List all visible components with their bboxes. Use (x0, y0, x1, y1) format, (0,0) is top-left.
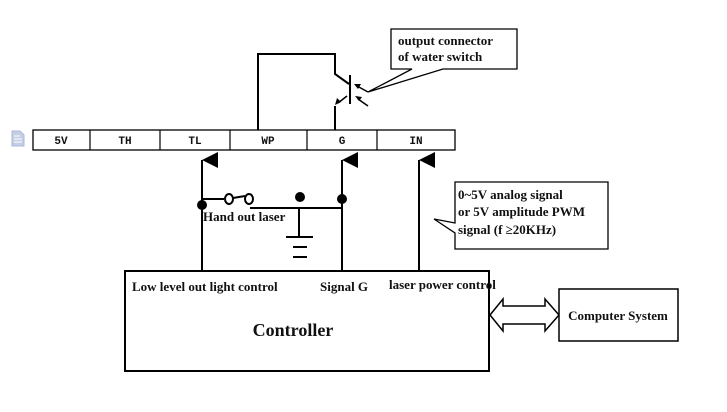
hand-out-laser-label: Hand out laser (203, 209, 286, 224)
pin-th: TH (118, 136, 131, 148)
pin-in: IN (409, 136, 422, 148)
bidirectional-arrow (489, 296, 560, 334)
computer-system-label: Computer System (568, 308, 668, 323)
signal-wires (201, 152, 435, 272)
signal-note-line-3: signal (f ≥20KHz) (458, 222, 556, 237)
controller-title: Controller (253, 320, 334, 340)
pin-wp: WP (261, 136, 275, 148)
controller-box: Low level out light control Signal G las… (124, 270, 496, 372)
pin-tl: TL (188, 136, 202, 148)
signal-note-line-1: 0~5V analog signal (458, 187, 563, 202)
hand-out-laser-switch (202, 193, 342, 258)
terminal-strip: 5V TH TL WP G IN (32, 129, 456, 151)
signal-note-callout: 0~5V analog signal or 5V amplitude PWM s… (433, 181, 609, 250)
document-icon (11, 130, 25, 147)
water-switch-callout: output connector of water switch (367, 28, 518, 93)
signal-note-line-2: or 5V amplitude PWM (458, 204, 585, 219)
callout-line-1: output connector (398, 33, 493, 48)
port-signal-g: Signal G (320, 279, 368, 294)
port-laser-power: laser power control (389, 277, 496, 292)
port-low-level: Low level out light control (132, 279, 278, 294)
callout-line-2: of water switch (398, 49, 483, 64)
pin-5v: 5V (54, 136, 68, 148)
water-switch (257, 53, 369, 130)
pin-g: G (339, 136, 346, 148)
computer-system-box: Computer System (558, 288, 679, 342)
junction-dots (197, 192, 347, 210)
